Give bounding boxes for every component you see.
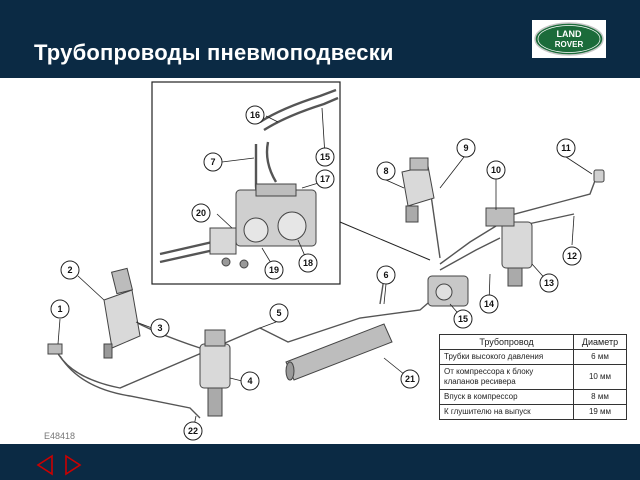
callout-3: 3 bbox=[157, 323, 162, 333]
callout-20: 20 bbox=[196, 208, 206, 218]
diameter-cell: 10 мм bbox=[573, 364, 627, 390]
footer-bar bbox=[0, 444, 640, 480]
diagram-area: 1 2 3 4 5 6 7 8 9 10 11 12 13 14 15 16 1… bbox=[0, 78, 640, 444]
diameter-cell: 19 мм bbox=[573, 404, 627, 420]
figure-reference: E48418 bbox=[44, 431, 76, 441]
callout-circles bbox=[50, 105, 582, 441]
air-reservoir bbox=[285, 323, 393, 381]
callout-4: 4 bbox=[247, 376, 252, 386]
pipe-name-cell: К глушителю на выпуск bbox=[439, 404, 574, 420]
header-bar: Трубопроводы пневмоподвески LAND ROVER bbox=[0, 0, 640, 78]
callout-14: 14 bbox=[484, 299, 494, 309]
rear-left-air-spring bbox=[199, 329, 231, 417]
callout-2: 2 bbox=[67, 265, 72, 275]
callout-9: 9 bbox=[463, 143, 468, 153]
inset-pointer bbox=[339, 221, 431, 261]
callout-numbers: 1 2 3 4 5 6 7 8 9 10 11 12 13 14 15 16 1… bbox=[57, 110, 577, 436]
callout-22: 22 bbox=[188, 426, 198, 436]
callout-19: 19 bbox=[269, 265, 279, 275]
callout-1: 1 bbox=[57, 304, 62, 314]
callout-16: 16 bbox=[250, 110, 260, 120]
pipe-name-cell: От компрессора к блоку клапанов ресивера bbox=[439, 364, 574, 390]
callout-6: 6 bbox=[383, 270, 388, 280]
callout-15: 15 bbox=[458, 314, 468, 324]
callout-13: 13 bbox=[544, 278, 554, 288]
rear-right-air-spring bbox=[485, 207, 533, 287]
triangle-left-icon[interactable] bbox=[34, 454, 56, 476]
column-header-pipe: Трубопровод bbox=[439, 334, 574, 350]
air-suspension-diagram: 1 2 3 4 5 6 7 8 9 10 11 12 13 14 15 16 1… bbox=[47, 81, 605, 441]
pipe-diameter-table: Трубопровод Диаметр Трубки высокого давл… bbox=[439, 334, 627, 420]
logo-text-line1: LAND bbox=[557, 29, 582, 39]
callout-17: 17 bbox=[320, 174, 330, 184]
page-title: Трубопроводы пневмоподвески bbox=[34, 40, 394, 65]
front-left-height-sensor bbox=[47, 343, 63, 355]
callout-12: 12 bbox=[567, 251, 577, 261]
triangle-right-icon[interactable] bbox=[62, 454, 84, 476]
table-row: Трубки высокого давления 6 мм bbox=[439, 349, 627, 365]
callout-5: 5 bbox=[276, 308, 281, 318]
column-header-diameter: Диаметр bbox=[573, 334, 627, 350]
compressor-unit bbox=[427, 275, 469, 307]
callout-15-inset: 15 bbox=[320, 152, 330, 162]
callout-18: 18 bbox=[303, 258, 313, 268]
table-row: Впуск в компрессор 8 мм bbox=[439, 389, 627, 405]
exhaust-silencer bbox=[593, 169, 605, 183]
callout-21: 21 bbox=[405, 374, 415, 384]
pipe-name-cell: Впуск в компрессор bbox=[439, 389, 574, 405]
land-rover-logo: LAND ROVER bbox=[532, 20, 606, 58]
diameter-cell: 6 мм bbox=[573, 349, 627, 365]
callout-7: 7 bbox=[210, 157, 215, 167]
table-header-row: Трубопровод Диаметр bbox=[439, 334, 627, 350]
front-left-air-spring bbox=[103, 267, 141, 359]
logo-text-line2: ROVER bbox=[555, 40, 584, 49]
front-right-air-spring bbox=[401, 157, 435, 223]
callout-8: 8 bbox=[383, 166, 388, 176]
inset-valve-block bbox=[209, 183, 317, 269]
table-row: От компрессора к блоку клапанов ресивера… bbox=[439, 364, 627, 390]
main-pipes bbox=[55, 177, 597, 419]
callout-10: 10 bbox=[491, 165, 501, 175]
diameter-cell: 8 мм bbox=[573, 389, 627, 405]
pipe-name-cell: Трубки высокого давления bbox=[439, 349, 574, 365]
table-row: К глушителю на выпуск 19 мм bbox=[439, 404, 627, 420]
callout-11: 11 bbox=[561, 143, 571, 153]
